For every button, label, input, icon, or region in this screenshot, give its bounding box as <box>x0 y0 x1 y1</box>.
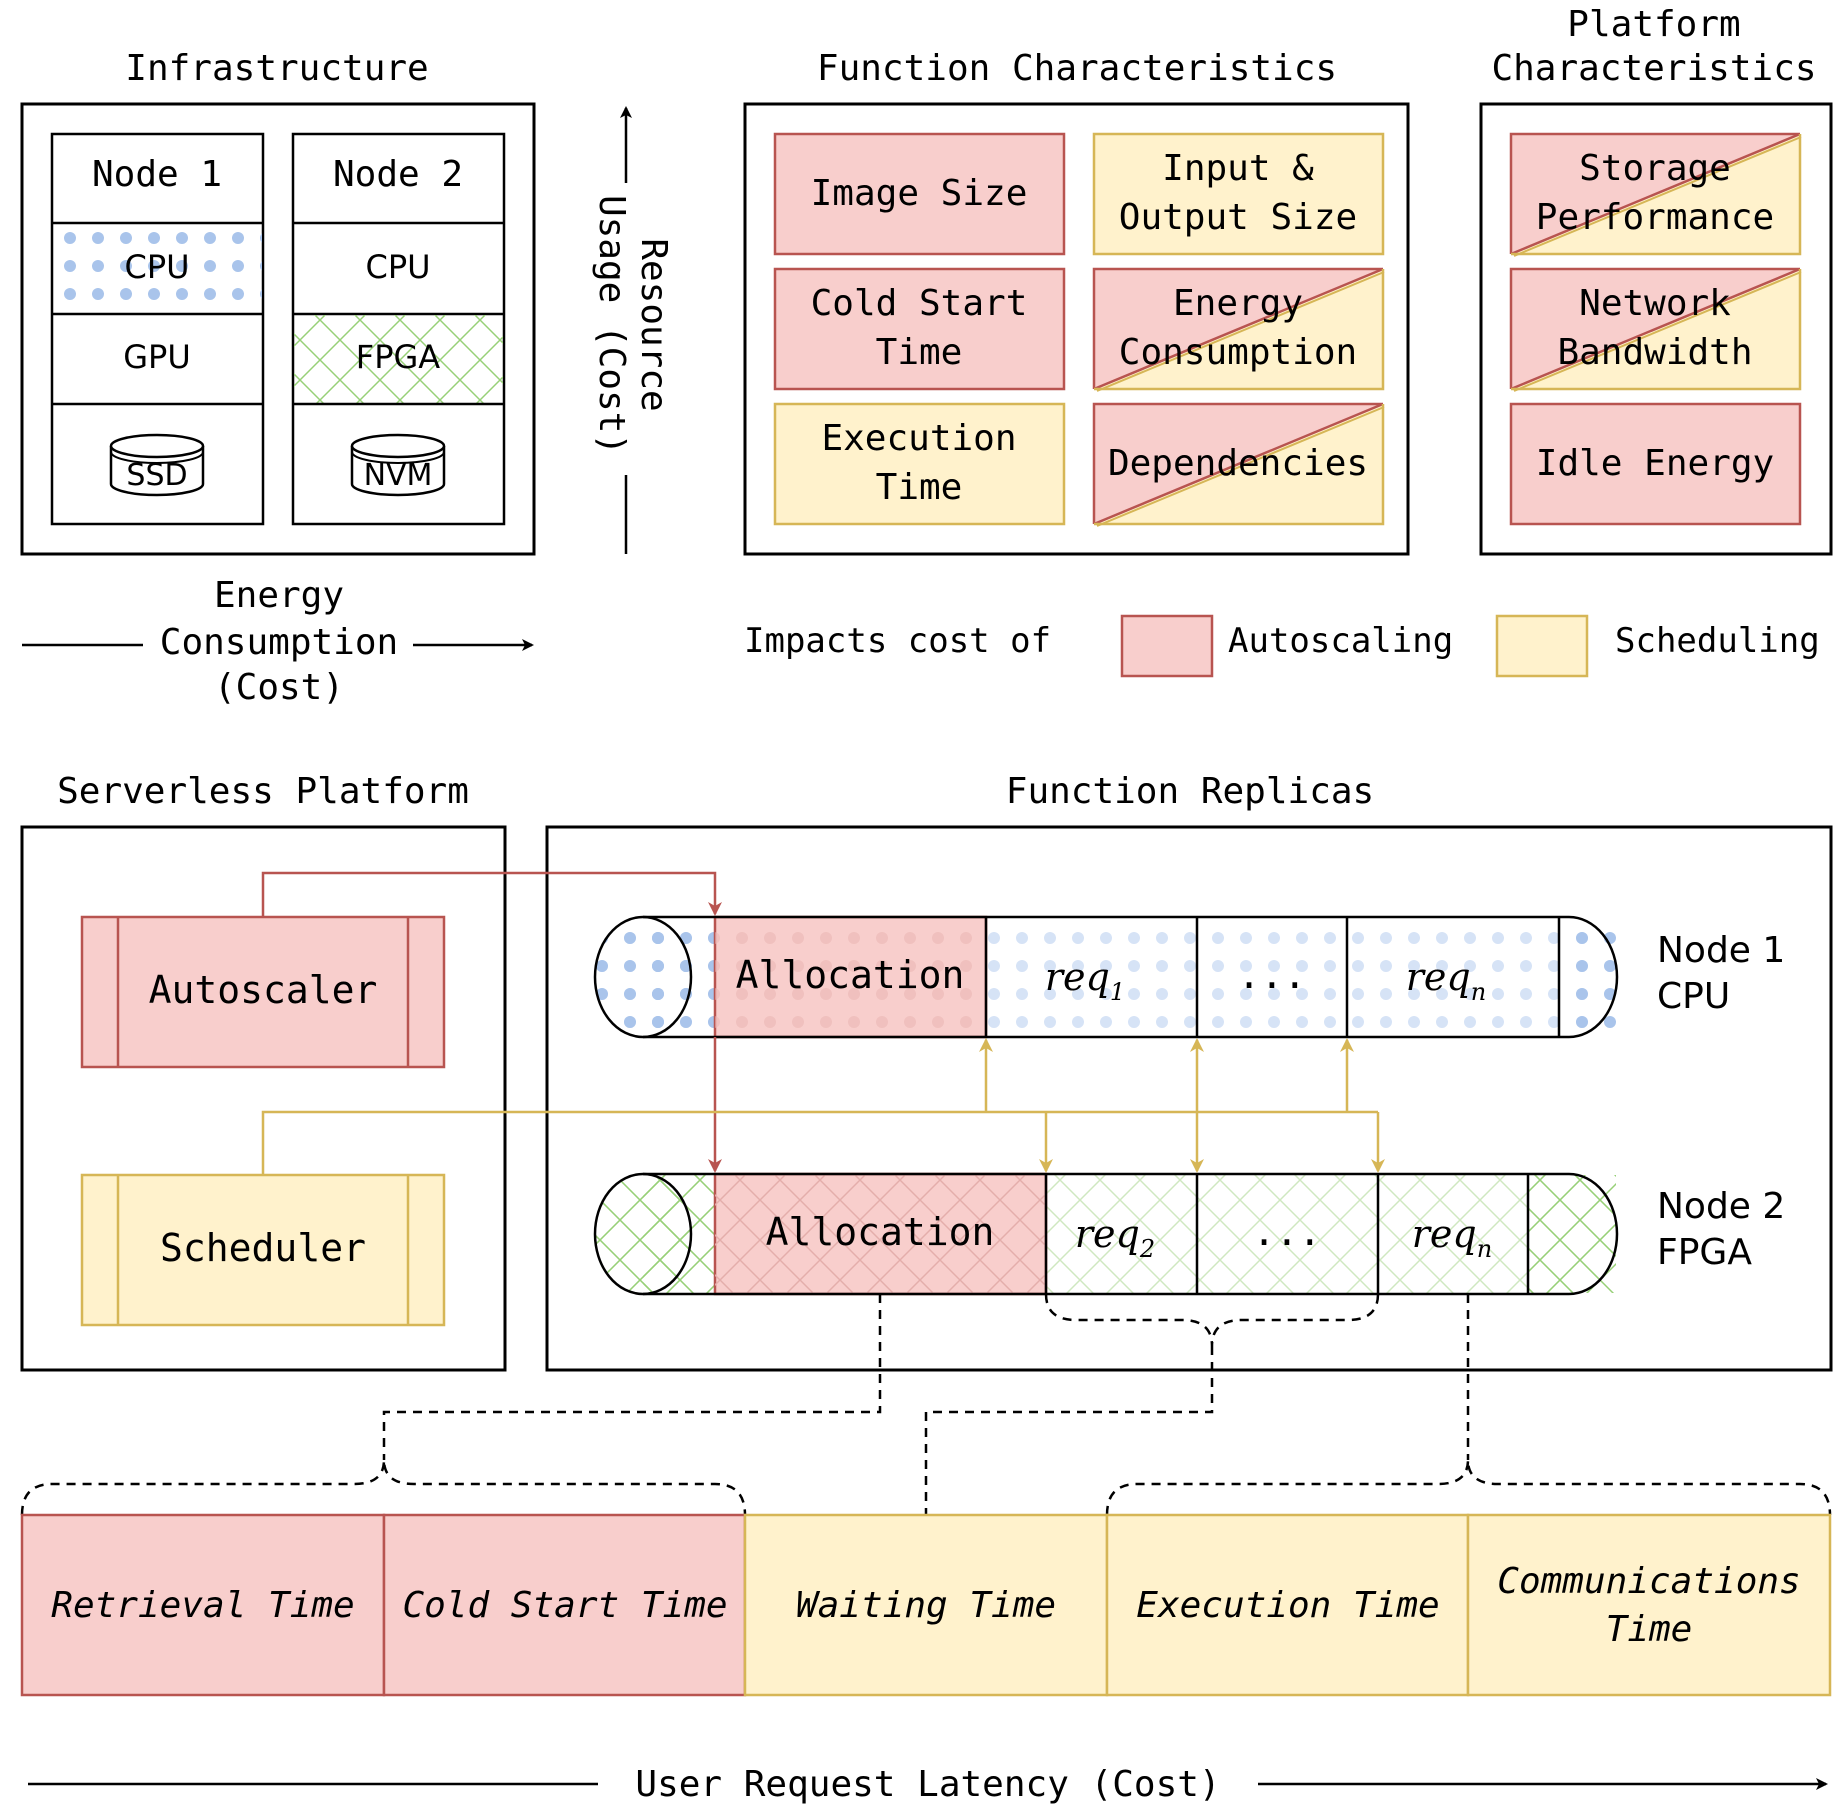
energy-label-line3: (Cost) <box>214 667 344 708</box>
storage-performance-line1: Storage <box>1579 148 1731 189</box>
network-bandwidth-box: Network Bandwidth <box>1509 267 1802 392</box>
infra-node-2: Node 2 CPU FPGA NVM <box>291 132 506 526</box>
legend-prefix: Impacts cost of <box>744 621 1051 661</box>
cpu-dot-pattern <box>53 224 262 313</box>
retrieval-time-segment <box>20 1513 386 1697</box>
storage-performance-line2: Performance <box>1536 197 1774 238</box>
cold-start-line1: Cold Start <box>811 283 1028 324</box>
node-1-req-last-sub: n <box>1471 978 1486 1006</box>
energy-consumption-box: Energy Consumption <box>1092 267 1385 392</box>
scheduler-label: Scheduler <box>160 1226 366 1270</box>
legend-autoscaling-swatch <box>1120 614 1214 678</box>
image-size-box: Image Size <box>773 132 1066 256</box>
ssd-icon <box>109 433 205 497</box>
energy-label-line1: Energy <box>214 575 344 616</box>
image-size-label: Image Size <box>811 173 1028 214</box>
execution-time-segment <box>1105 1513 1470 1697</box>
autoscaler-box: Autoscaler <box>80 915 446 1069</box>
communications-time-line1: Communications <box>1497 1561 1800 1602</box>
node-1-req-first-sub: 1 <box>1110 978 1125 1006</box>
node-1-cpu: CPU <box>124 248 189 286</box>
cold-start-time-segment <box>382 1513 747 1697</box>
legend-scheduling-swatch <box>1495 614 1589 678</box>
dependencies-label: Dependencies <box>1108 443 1368 484</box>
energy-label-line2: Consumption <box>160 622 398 663</box>
idle-energy-label: Idle Energy <box>1536 443 1774 484</box>
node-1-label: Node 1 <box>92 154 222 195</box>
platform-characteristics-title-line2: Characteristics <box>1491 48 1816 89</box>
node-1-replica-cylinder: Allocation req1 ... reqn <box>593 915 1619 1039</box>
autoscaler-connector <box>261 871 722 1173</box>
communications-time-segment <box>1466 1513 1832 1697</box>
node-1-gpu: GPU <box>123 338 191 376</box>
dependencies-box: Dependencies <box>1092 402 1385 527</box>
dashed-connectors <box>20 1293 1832 1516</box>
resource-label-line2: Usage (Cost) <box>591 195 632 455</box>
execution-time-line1: Execution <box>821 418 1016 459</box>
node-1-req-first-text: req <box>1045 955 1110 999</box>
io-size-line2: Output Size <box>1119 197 1357 238</box>
nvm-icon <box>350 433 446 497</box>
serverless-platform-title: Serverless Platform <box>57 771 469 812</box>
latency-axis-label: User Request Latency (Cost) <box>635 1764 1220 1805</box>
scheduler-connector <box>261 1038 1385 1175</box>
node-1-ellipsis: ... <box>1238 953 1307 997</box>
idle-energy-box: Idle Energy <box>1509 402 1802 526</box>
waiting-time-label: Waiting Time <box>796 1585 1056 1626</box>
resource-label-line1: Resource <box>633 238 674 411</box>
node-2-replica-cylinder: Allocation req2 ... reqn <box>593 1172 1619 1296</box>
node-1-req-last: reqn <box>1406 955 1486 1006</box>
cold-start-time-label: Cold Start Time <box>402 1585 727 1626</box>
infrastructure-title: Infrastructure <box>125 48 428 89</box>
function-characteristics-title: Function Characteristics <box>817 48 1337 89</box>
node-2-cpu: CPU <box>365 248 430 286</box>
cold-start-line2: Time <box>876 332 963 373</box>
autoscaler-label: Autoscaler <box>149 968 378 1012</box>
scheduler-box: Scheduler <box>80 1173 446 1327</box>
node-2-ellipsis: ... <box>1253 1210 1322 1254</box>
node-2-req-last-sub: n <box>1477 1235 1492 1263</box>
network-bandwidth-line1: Network <box>1579 283 1731 324</box>
node-2-req-first-text: req <box>1075 1212 1140 1256</box>
energy-consumption-line1: Energy <box>1173 283 1303 324</box>
cold-start-box: Cold Start Time <box>773 267 1066 391</box>
node-2-req-first: req2 <box>1075 1212 1155 1263</box>
node-2-replica-type: FPGA <box>1657 1232 1752 1273</box>
retrieval-time-label: Retrieval Time <box>51 1585 354 1626</box>
platform-characteristics-title-line1: Platform <box>1567 4 1740 45</box>
node-1-allocation-label: Allocation <box>736 953 965 997</box>
resource-axis-label: Resource Usage (Cost) <box>591 195 674 455</box>
infra-node-1: Node 1 CPU GPU SSD <box>50 132 265 526</box>
node-2-fpga: FPGA <box>356 338 441 376</box>
node-1-req-last-text: req <box>1406 955 1471 999</box>
node-2-storage: NVM <box>364 458 433 493</box>
node-2-req-last: reqn <box>1412 1212 1492 1263</box>
energy-consumption-line2: Consumption <box>1119 332 1357 373</box>
node-2-req-first-sub: 2 <box>1139 1235 1155 1263</box>
legend-scheduling-label: Scheduling <box>1615 621 1820 661</box>
execution-time-line2: Time <box>876 467 963 508</box>
node-2-allocation-label: Allocation <box>766 1210 995 1254</box>
latency-breakdown-bar: Retrieval Time Cold Start Time Waiting T… <box>20 1513 1832 1697</box>
node-1-storage: SSD <box>126 458 187 493</box>
node-1-replica-name: Node 1 <box>1657 930 1785 971</box>
node-1-replica-type: CPU <box>1657 976 1730 1017</box>
execution-time-box: Execution Time <box>773 402 1066 526</box>
communications-time-line2: Time <box>1606 1609 1693 1650</box>
execution-time-label: Execution Time <box>1136 1585 1439 1626</box>
storage-performance-box: Storage Performance <box>1509 132 1802 257</box>
fpga-cross-pattern <box>294 315 503 403</box>
node-2-label: Node 2 <box>333 154 463 195</box>
node-2-req-last-text: req <box>1412 1212 1477 1256</box>
network-bandwidth-line2: Bandwidth <box>1557 332 1752 373</box>
function-replicas-title: Function Replicas <box>1006 771 1374 812</box>
io-size-line1: Input & <box>1162 148 1314 189</box>
io-size-box: Input & Output Size <box>1092 132 1385 256</box>
node-2-replica-name: Node 2 <box>1657 1186 1785 1227</box>
legend-autoscaling-label: Autoscaling <box>1228 621 1453 661</box>
node-1-req-first: req1 <box>1045 955 1125 1006</box>
